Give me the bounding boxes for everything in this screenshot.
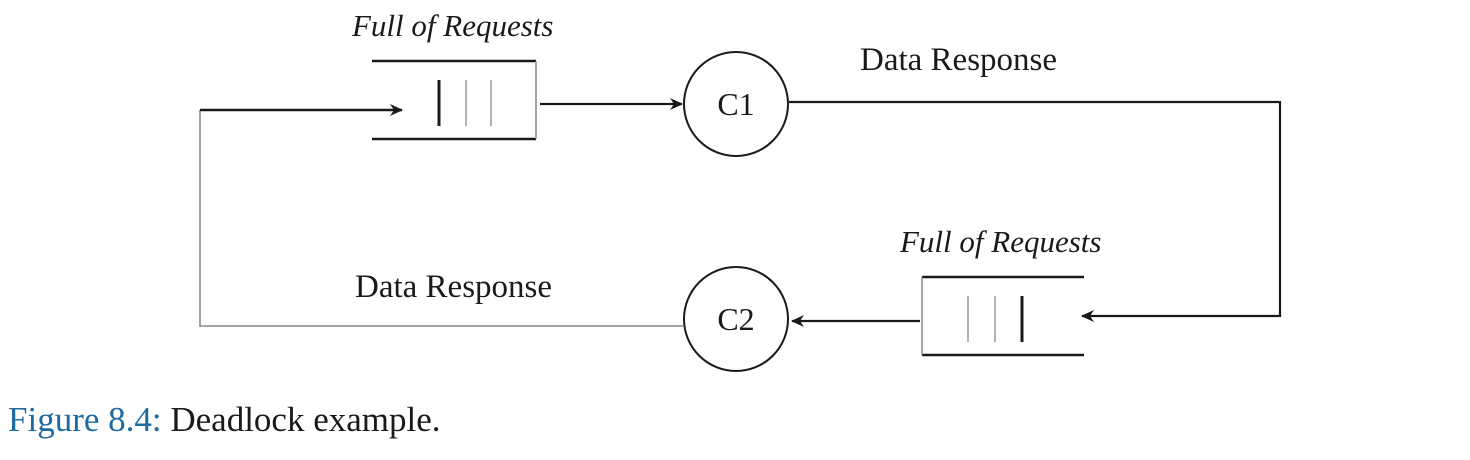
c1-response-path: [789, 100, 1282, 322]
node-c1-label: C1: [717, 86, 754, 122]
response-bottom-label: Data Response: [355, 269, 552, 305]
queue-bottom: [921, 275, 1084, 357]
queue-top-label: Full of Requests: [351, 8, 553, 43]
figure-caption-text: Deadlock example.: [170, 400, 441, 439]
c2-response-path: [199, 110, 683, 327]
node-c2-label: C2: [717, 301, 754, 337]
node-c1: [683, 51, 789, 157]
queue-bottom-label: Full of Requests: [899, 224, 1101, 259]
node-c2: [683, 266, 789, 372]
queue-top: [372, 59, 537, 141]
figure-number: Figure 8.4:: [8, 400, 162, 439]
response-top-label: Data Response: [860, 42, 1057, 78]
figure-caption: Figure 8.4: Deadlock example.: [8, 402, 441, 437]
